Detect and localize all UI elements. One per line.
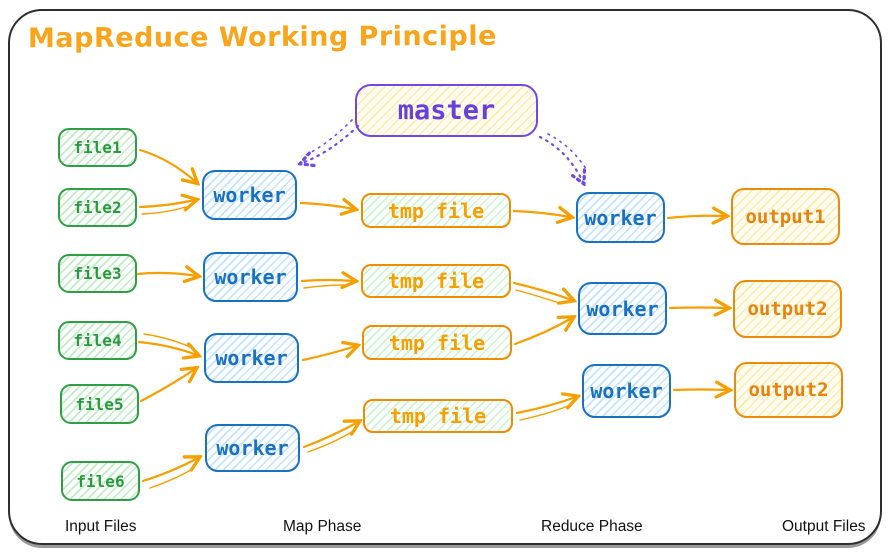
input-file-3[interactable]: file3 xyxy=(58,254,137,293)
output-file-1-label: output1 xyxy=(745,205,826,228)
reduce-worker-1-label: worker xyxy=(584,205,657,230)
map-worker-2[interactable]: worker xyxy=(203,252,298,302)
phase-label-input: Input Files xyxy=(65,518,137,535)
output-file-3-label: output2 xyxy=(748,379,829,401)
master-node[interactable]: master xyxy=(355,84,538,137)
map-worker-3-label: worker xyxy=(215,346,288,370)
output-file-3[interactable]: output2 xyxy=(734,362,843,418)
input-file-2-label: file2 xyxy=(73,198,122,217)
input-file-6[interactable]: file6 xyxy=(61,461,140,501)
master-label: master xyxy=(397,95,496,126)
tmp-file-3-label: tmp file xyxy=(388,330,486,355)
map-worker-4-label: worker xyxy=(216,436,289,460)
phase-label-output: Output Files xyxy=(782,518,866,535)
output-file-1[interactable]: output1 xyxy=(731,188,840,245)
reduce-worker-3[interactable]: worker xyxy=(582,364,671,418)
input-file-6-label: file6 xyxy=(76,471,125,491)
map-worker-1[interactable]: worker xyxy=(202,170,297,220)
tmp-file-2[interactable]: tmp file xyxy=(361,264,511,298)
output-file-2-label: output2 xyxy=(747,298,828,320)
input-file-4[interactable]: file4 xyxy=(58,321,137,360)
output-file-2[interactable]: output2 xyxy=(733,280,842,338)
reduce-worker-2[interactable]: worker xyxy=(578,282,667,335)
input-file-1-label: file1 xyxy=(73,138,122,157)
input-file-4-label: file4 xyxy=(73,331,122,350)
tmp-file-4[interactable]: tmp file xyxy=(363,399,513,433)
map-worker-1-label: worker xyxy=(213,183,286,207)
tmp-file-4-label: tmp file xyxy=(389,404,487,428)
input-file-5-label: file5 xyxy=(75,394,124,414)
phase-label-reduce: Reduce Phase xyxy=(541,518,643,535)
input-file-5[interactable]: file5 xyxy=(60,384,139,424)
input-file-1[interactable]: file1 xyxy=(58,128,137,167)
input-file-3-label: file3 xyxy=(73,264,122,283)
map-worker-3[interactable]: worker xyxy=(204,333,299,383)
reduce-worker-3-label: worker xyxy=(590,379,663,403)
map-worker-2-label: worker xyxy=(214,265,287,289)
input-file-2[interactable]: file2 xyxy=(58,188,137,227)
tmp-file-3[interactable]: tmp file xyxy=(362,325,512,360)
reduce-worker-2-label: worker xyxy=(586,296,659,321)
diagram-title: MapReduce Working Principle xyxy=(27,20,497,55)
reduce-worker-1[interactable]: worker xyxy=(576,192,665,243)
tmp-file-2-label: tmp file xyxy=(387,269,485,293)
map-worker-4[interactable]: worker xyxy=(205,424,300,472)
tmp-file-1-label: tmp file xyxy=(387,198,485,223)
phase-label-map: Map Phase xyxy=(283,518,362,535)
tmp-file-1[interactable]: tmp file xyxy=(361,193,511,228)
